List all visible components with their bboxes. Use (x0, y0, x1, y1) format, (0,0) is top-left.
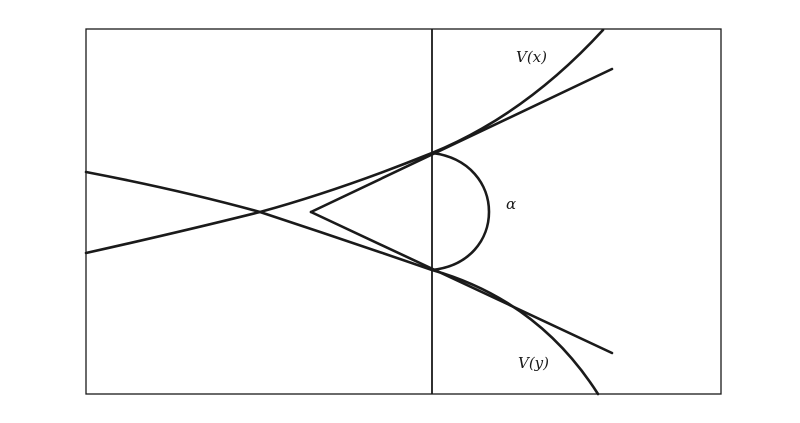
curve-v-y (84, 170, 600, 396)
label-v-y: V(y) (518, 354, 549, 372)
tangent-line-upper (309, 67, 614, 214)
label-v-x: V(x) (516, 48, 547, 66)
plot-frame (85, 28, 722, 395)
angle-arc-alpha (430, 151, 491, 272)
label-alpha: α (506, 195, 516, 213)
curve-v-x (84, 28, 605, 255)
tangent-line-lower (309, 210, 614, 355)
